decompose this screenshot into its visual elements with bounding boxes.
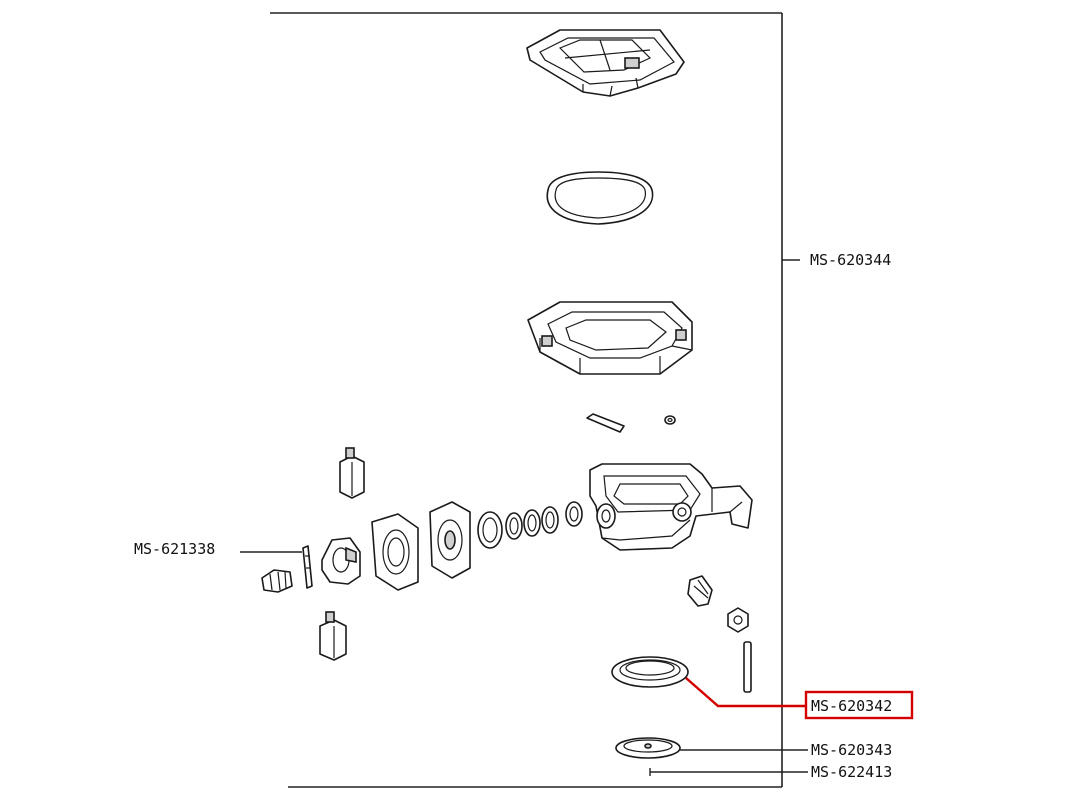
- leader-lines: [240, 551, 808, 773]
- upper-housing[interactable]: [527, 301, 693, 375]
- dowel-pin[interactable]: [586, 413, 625, 433]
- lip-seal[interactable]: [611, 656, 689, 688]
- main-valve-body[interactable]: [589, 463, 753, 551]
- highlight-box: [804, 690, 914, 720]
- label-ms-620343: MS-620343: [811, 741, 892, 759]
- upper-switch-block[interactable]: [339, 447, 365, 499]
- small-washer[interactable]: [664, 415, 676, 425]
- top-cover-plate[interactable]: [526, 29, 685, 97]
- label-ms-620342: MS-620342: [811, 697, 892, 715]
- seal-ring-1[interactable]: [565, 501, 583, 527]
- diaphragm-plate-rear[interactable]: [371, 513, 419, 591]
- diaphragm-plate-front[interactable]: [429, 501, 471, 579]
- assembly-bracket: [270, 12, 800, 788]
- label-ms-620344: MS-620344: [810, 251, 891, 269]
- guide-rod[interactable]: [743, 641, 752, 693]
- small-screw[interactable]: [261, 569, 293, 593]
- hex-fitting[interactable]: [687, 575, 713, 607]
- lower-switch-block[interactable]: [319, 611, 347, 661]
- seal-ring-3[interactable]: [523, 509, 541, 537]
- large-o-ring[interactable]: [546, 171, 654, 225]
- seal-ring-2[interactable]: [541, 506, 559, 534]
- seal-ring-5[interactable]: [477, 511, 503, 549]
- hex-nut[interactable]: [727, 607, 749, 633]
- spring-clip[interactable]: [302, 545, 313, 589]
- actuator-knob[interactable]: [321, 537, 361, 585]
- label-ms-621338: MS-621338: [134, 540, 215, 558]
- seal-ring-4[interactable]: [505, 512, 523, 540]
- label-ms-622413: MS-622413: [811, 763, 892, 781]
- bottom-disc[interactable]: [615, 737, 681, 759]
